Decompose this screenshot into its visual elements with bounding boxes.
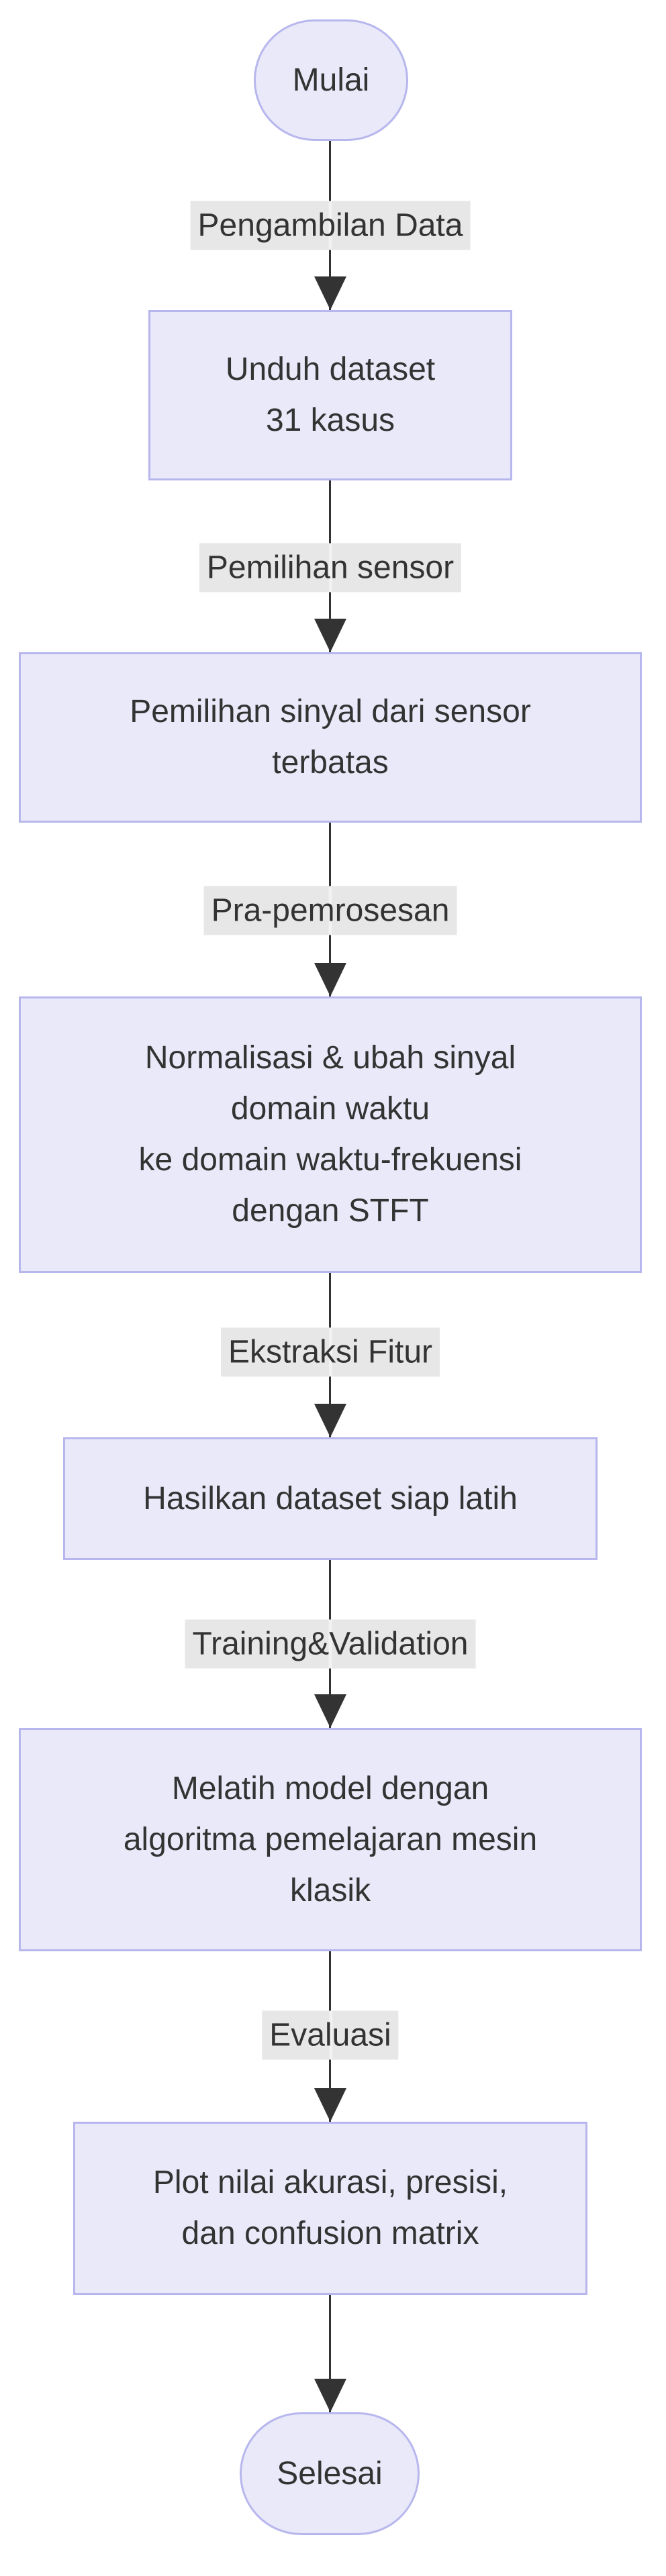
process-preprocessing-stft: Normalisasi & ubah sinyal domain waktu k…	[19, 996, 642, 1273]
edge-label-pengambilan-data: Pengambilan Data	[190, 201, 471, 250]
edge-label-training-validation: Training&Validation	[185, 1619, 476, 1669]
edge-label-text: Evaluasi	[269, 2017, 391, 2053]
arrowhead-icon	[314, 1404, 346, 1437]
arrowhead-icon	[314, 2379, 346, 2412]
edge-label-text: Pra-pemrosesan	[211, 892, 450, 929]
edge-label-ekstraksi-fitur: Ekstraksi Fitur	[220, 1327, 440, 1377]
node-text-line: klasik	[289, 1872, 371, 1908]
arrowhead-icon	[314, 963, 346, 996]
end-node: Selesai	[240, 2412, 420, 2535]
process-download-dataset: Unduh dataset 31 kasus	[148, 310, 512, 480]
node-text-line: Unduh dataset	[225, 352, 436, 387]
process-train-model: Melatih model dengan algoritma pemelajar…	[19, 1728, 642, 1951]
process-signal-selection: Pemilihan sinyal dari sensor terbatas	[19, 652, 642, 823]
node-text-line: Melatih model dengan	[171, 1770, 489, 1806]
process-training-dataset: Hasilkan dataset siap latih	[63, 1437, 598, 1560]
edge-label-evaluasi: Evaluasi	[262, 2010, 399, 2060]
edge-label-text: Pengambilan Data	[197, 207, 463, 244]
start-node: Mulai	[254, 19, 408, 141]
node-text-line: terbatas	[272, 745, 389, 780]
node-text-line: Pemilihan sinyal dari sensor	[130, 694, 531, 729]
node-text-line: Plot nilai akurasi, presisi,	[152, 2165, 508, 2200]
edge-label-pra-pemrosesan: Pra-pemrosesan	[203, 886, 457, 935]
edge-line-plot-end	[329, 2295, 331, 2412]
edge-label-text: Pemilihan sensor	[206, 550, 455, 586]
end-node-label: Selesai	[277, 2455, 383, 2491]
node-text-line: 31 kasus	[265, 403, 395, 438]
node-text-line: algoritma pemelajaran mesin	[123, 1821, 538, 1857]
node-text-line: dan confusion matrix	[181, 2216, 479, 2251]
arrowhead-icon	[314, 619, 346, 652]
arrowhead-icon	[314, 2088, 346, 2122]
node-text-line: Hasilkan dataset siap latih	[143, 1480, 518, 1516]
node-text-line: Normalisasi & ubah sinyal	[144, 1040, 516, 1076]
edge-label-pemilihan-sensor: Pemilihan sensor	[199, 543, 462, 593]
start-node-label: Mulai	[292, 62, 370, 98]
node-text-line: dengan STFT	[232, 1193, 429, 1229]
process-evaluation-plot: Plot nilai akurasi, presisi, dan confusi…	[73, 2122, 587, 2295]
node-text-line: domain waktu	[230, 1091, 430, 1127]
arrowhead-icon	[314, 276, 346, 310]
arrowhead-icon	[314, 1694, 346, 1728]
edge-label-text: Ekstraksi Fitur	[228, 1334, 433, 1370]
edge-label-text: Training&Validation	[192, 1626, 469, 1662]
node-text-line: ke domain waktu-frekuensi	[138, 1142, 522, 1178]
